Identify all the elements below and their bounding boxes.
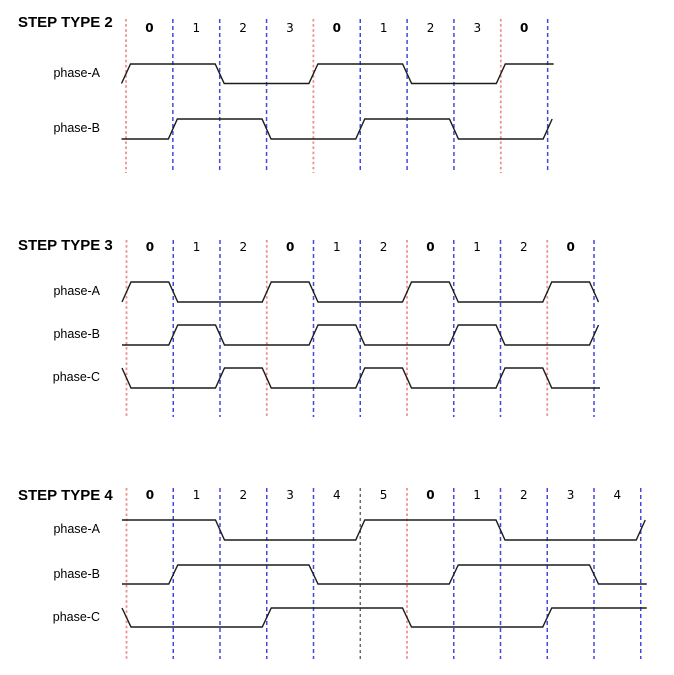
waveform-phase-C xyxy=(121,607,647,628)
step-number: 0 xyxy=(145,240,155,254)
step-number: 2 xyxy=(520,240,528,254)
step-number: 2 xyxy=(239,488,248,502)
step-number: 2 xyxy=(239,240,248,254)
step-number: 2 xyxy=(379,240,388,254)
phase-label: phase-A xyxy=(53,522,100,536)
step-number: 2 xyxy=(520,488,528,502)
step-number: 4 xyxy=(613,488,622,502)
step-number: 1 xyxy=(192,240,201,254)
diagram-title: STEP TYPE 2 xyxy=(18,14,113,31)
waveform-phase-A xyxy=(121,281,600,303)
step-number: 1 xyxy=(192,488,201,502)
step-number: 0 xyxy=(145,21,154,35)
step-number: 3 xyxy=(566,488,575,502)
waveform-phase-A xyxy=(120,63,554,85)
phase-label: phase-A xyxy=(53,284,100,298)
step-number: 0 xyxy=(566,240,575,254)
step-number: 3 xyxy=(286,488,294,502)
step-number: 0 xyxy=(426,240,435,254)
diagram-title: STEP TYPE 4 xyxy=(18,487,113,504)
waveform-phase-A xyxy=(122,519,646,541)
waveform-phase-B xyxy=(121,118,553,140)
diagram-title: STEP TYPE 3 xyxy=(18,237,113,254)
phase-label: phase-B xyxy=(53,327,100,341)
step-number: 0 xyxy=(332,21,341,35)
step-number: 1 xyxy=(379,21,388,35)
phase-label: phase-C xyxy=(52,609,100,624)
phase-label: phase-B xyxy=(53,566,100,581)
step-number: 1 xyxy=(473,488,481,502)
step-number: 2 xyxy=(426,21,435,35)
step-number: 1 xyxy=(473,240,481,254)
step-number: 2 xyxy=(239,21,247,35)
waveform-phase-B xyxy=(122,564,647,585)
step-number: 0 xyxy=(520,21,529,35)
step-number: 5 xyxy=(379,488,388,502)
waveform-phase-C xyxy=(121,367,600,389)
phase-label: phase-A xyxy=(53,65,100,80)
step-number: 1 xyxy=(333,240,341,254)
step-number: 0 xyxy=(285,240,295,254)
step-number: 0 xyxy=(145,488,155,502)
step-number: 3 xyxy=(473,21,482,35)
phase-label: phase-C xyxy=(52,370,100,384)
step-number: 3 xyxy=(286,21,294,35)
step-number: 1 xyxy=(192,21,201,35)
phase-label: phase-B xyxy=(53,121,100,135)
waveform-phase-B xyxy=(122,324,600,346)
step-number: 4 xyxy=(333,488,341,502)
step-number: 0 xyxy=(426,488,435,502)
